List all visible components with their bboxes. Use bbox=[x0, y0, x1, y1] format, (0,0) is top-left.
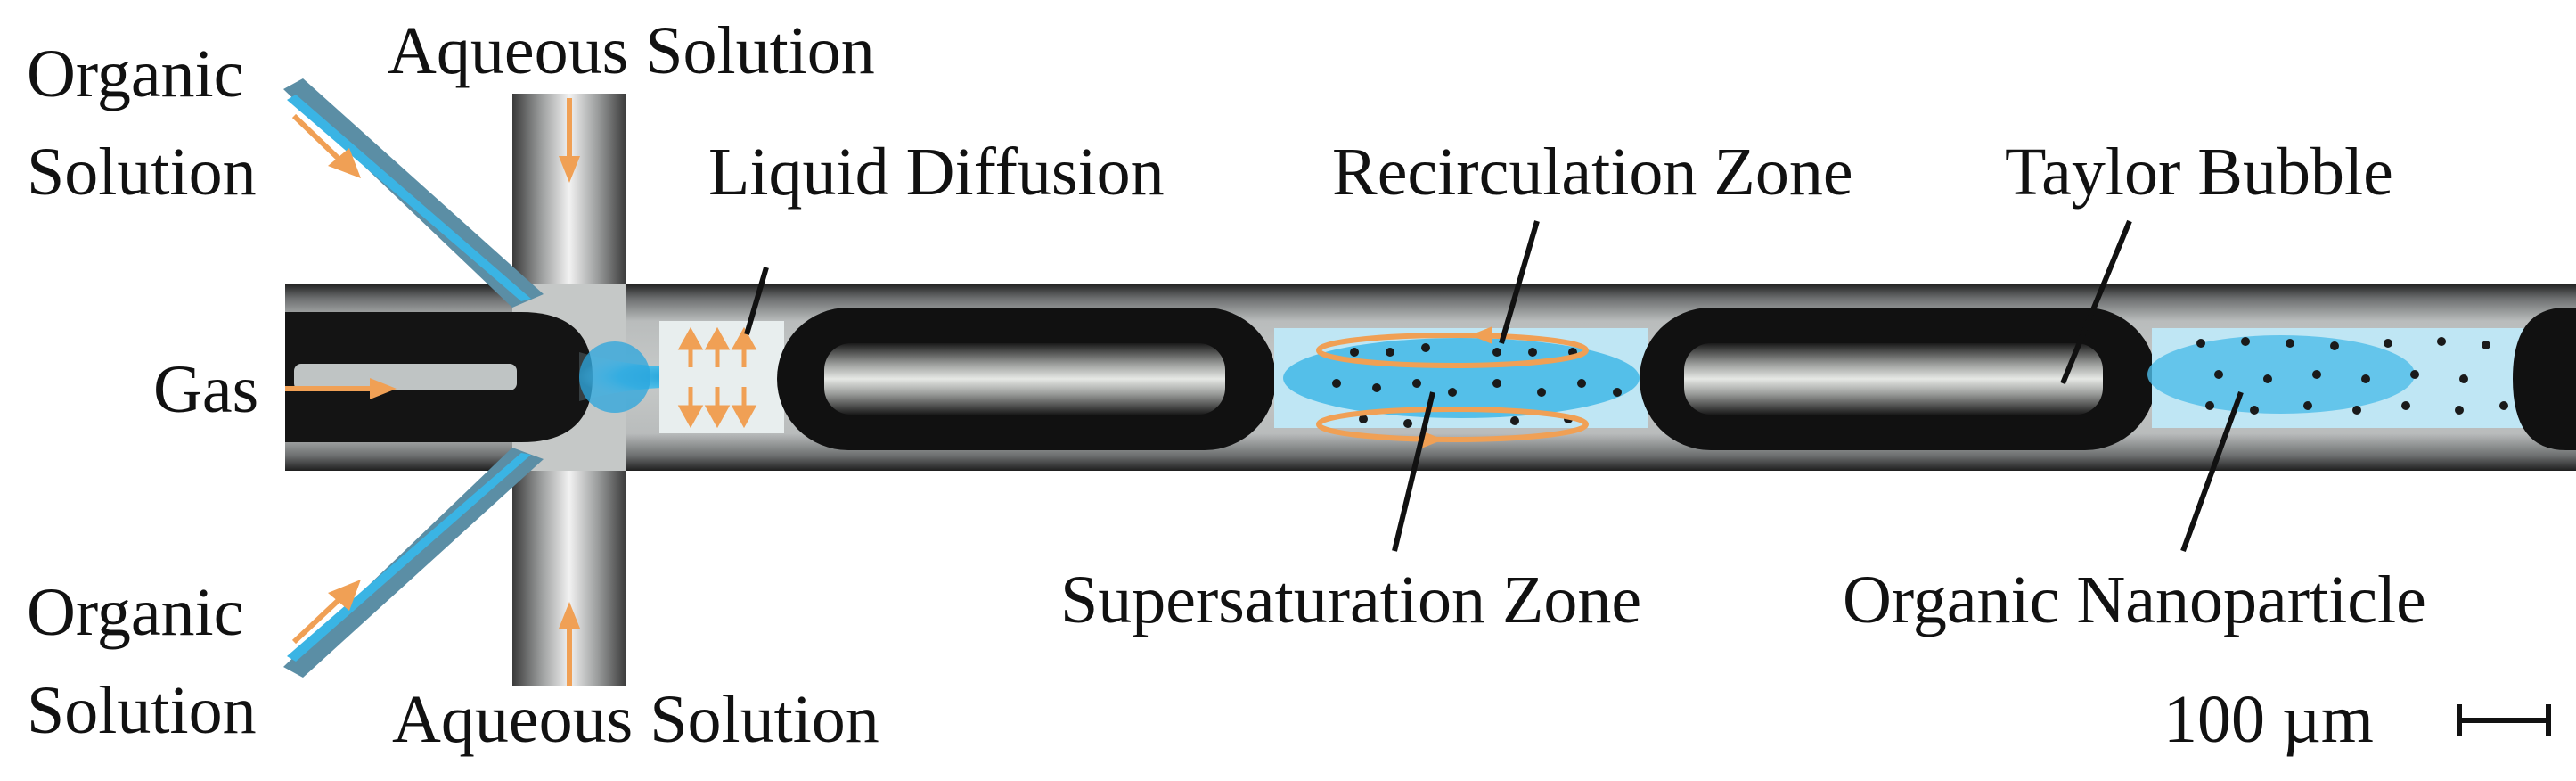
leader-recirculation bbox=[1499, 220, 1540, 344]
leader-nanoparticle bbox=[2180, 390, 2244, 553]
label-supersaturation-zone: Supersaturation Zone bbox=[1060, 563, 1641, 637]
organic-channel-top bbox=[283, 78, 544, 308]
taylor-bubble-3-edge bbox=[2513, 308, 2576, 450]
scale-bar bbox=[2457, 704, 2551, 736]
leader-liquid-diffusion bbox=[744, 267, 769, 335]
gas-inlet-core bbox=[294, 364, 517, 390]
organic-channel-bottom-inner bbox=[287, 453, 531, 662]
label-aqueous-bottom: Aqueous Solution bbox=[392, 682, 879, 757]
blue-pinch bbox=[579, 341, 650, 413]
gas-flow-arrow bbox=[285, 378, 397, 399]
recirculation-loop-bottom bbox=[1316, 407, 1589, 442]
nanoparticle-blue-core bbox=[2147, 335, 2415, 414]
recirculation-arrow-top bbox=[1470, 326, 1492, 344]
organic-channel-top-inner bbox=[287, 95, 531, 301]
leader-supersaturation bbox=[1392, 391, 1435, 552]
recirculation-loop-top bbox=[1316, 333, 1589, 368]
label-recirculation-zone: Recirculation Zone bbox=[1332, 135, 1853, 210]
label-organic-top-1: Organic bbox=[27, 37, 243, 111]
label-taylor-bubble: Taylor Bubble bbox=[2005, 135, 2393, 210]
nanoparticle-dots bbox=[2196, 337, 2508, 415]
label-scale-bar: 100 µm bbox=[2163, 682, 2374, 757]
label-aqueous-top: Aqueous Solution bbox=[388, 13, 875, 88]
label-organic-bottom-2: Solution bbox=[27, 673, 257, 748]
leader-taylor-bubble bbox=[2060, 219, 2132, 385]
taylor-bubble-2-core bbox=[1684, 343, 2103, 415]
label-organic-nanoparticle: Organic Nanoparticle bbox=[1843, 563, 2426, 637]
diffusion-arrows bbox=[677, 326, 757, 429]
aqueous-flow-arrow-bottom bbox=[559, 602, 580, 686]
label-gas: Gas bbox=[153, 352, 258, 427]
taylor-bubble-1-core bbox=[824, 343, 1225, 415]
aqueous-flow-arrow-top bbox=[559, 98, 580, 183]
organic-channel-bottom bbox=[283, 448, 544, 678]
label-liquid-diffusion: Liquid Diffusion bbox=[708, 135, 1165, 210]
recirculation-arrow-bottom bbox=[1421, 431, 1443, 448]
recirculation-blue-core bbox=[1283, 338, 1640, 418]
label-organic-top-2: Solution bbox=[27, 135, 257, 210]
organic-flow-arrow-bottom bbox=[291, 580, 361, 645]
label-organic-bottom-1: Organic bbox=[27, 575, 243, 650]
organic-flow-arrow-top bbox=[291, 113, 361, 178]
